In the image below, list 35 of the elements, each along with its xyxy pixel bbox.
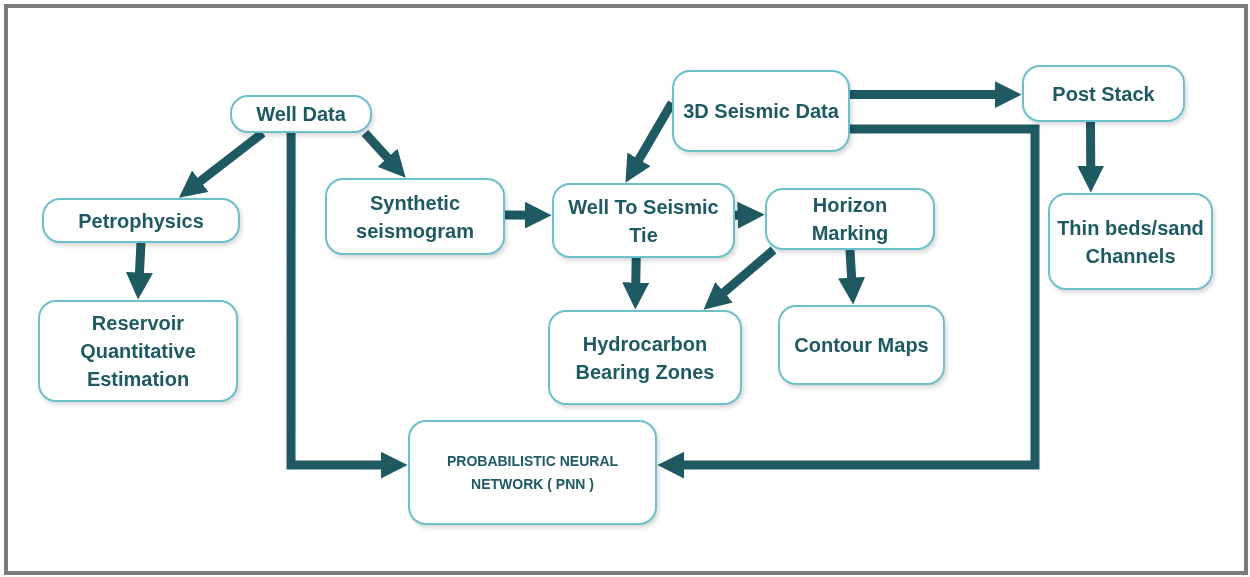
node-label: Contour Maps [793, 333, 930, 358]
process-box [408, 420, 657, 525]
arrow [125, 242, 153, 300]
node-label: Hydrocarbon Bearing Zones [574, 331, 716, 385]
process-box [325, 178, 505, 255]
node-label: Post Stack [1051, 81, 1156, 107]
arrow [703, 246, 777, 310]
node-label: PROBABILISTIC NEURAL NETWORK ( PNN ) [445, 452, 620, 494]
process-box [778, 305, 945, 385]
node-label: Reservoir Quantitative Estimation [79, 311, 197, 392]
node-label: 3D Seismic Data [682, 99, 840, 124]
process-box [1048, 193, 1213, 290]
arrow [286, 133, 408, 479]
process-box [230, 95, 372, 133]
node-label: Petrophysics [77, 208, 205, 234]
arrow [622, 257, 650, 310]
node-label: Synthetic seismogram [355, 190, 475, 244]
node-label: Well To Seismic Tie [567, 194, 720, 248]
process-box [552, 183, 735, 258]
arrow [734, 201, 765, 229]
process-box [38, 300, 238, 402]
arrow [504, 201, 552, 229]
arrow [838, 249, 866, 305]
node-label: Horizon Marking [810, 193, 890, 246]
process-box [548, 310, 742, 405]
node-label: Thin beds/sand Channels [1056, 215, 1205, 269]
arrow [850, 81, 1022, 109]
process-box [1022, 65, 1185, 122]
node-label: Well Data [255, 102, 347, 127]
process-box [42, 198, 240, 243]
arrow [1077, 121, 1105, 193]
arrow [657, 124, 1040, 479]
process-box [765, 188, 935, 250]
arrow [361, 129, 406, 178]
process-box [672, 70, 850, 152]
